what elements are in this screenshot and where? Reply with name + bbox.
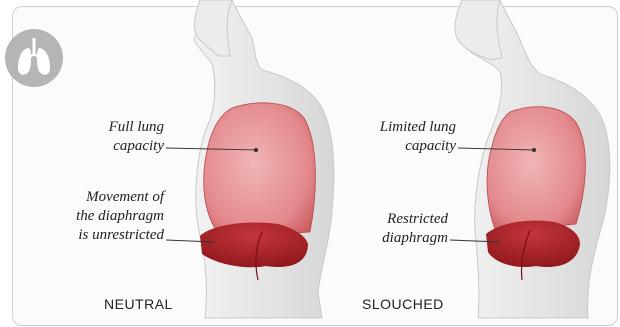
label-line: Full lung [60,118,164,137]
label-line: capacity [60,137,164,156]
label-line: Restricted [350,210,448,229]
label-line: Limited lung [342,118,456,137]
slouched-diaphragm [486,221,580,268]
caption-neutral: NEUTRAL [104,296,173,312]
neutral-lung [204,103,316,238]
neutral-diaphragm [200,223,308,268]
label-line: Movement of [30,188,164,207]
neutral-figure [194,0,334,318]
label-line: diaphragm [350,229,448,248]
label-restricted-diaphragm: Restricted diaphragm [350,210,448,248]
label-diaphragm-unrestricted: Movement of the diaphragm is unrestricte… [30,188,164,245]
slouched-face [455,0,502,60]
label-full-lung-capacity: Full lung capacity [60,118,164,156]
caption-slouched: SLOUCHED [362,296,444,312]
label-line: the diaphragm [30,207,164,226]
leader-full-lung-dot [254,148,257,151]
label-limited-lung-capacity: Limited lung capacity [342,118,456,156]
lungs-icon [4,28,64,88]
label-line: capacity [342,137,456,156]
leader-limited-lung-dot [532,148,535,151]
label-line: is unrestricted [30,226,164,245]
slouched-figure [455,0,610,318]
slouched-lung [487,107,585,232]
